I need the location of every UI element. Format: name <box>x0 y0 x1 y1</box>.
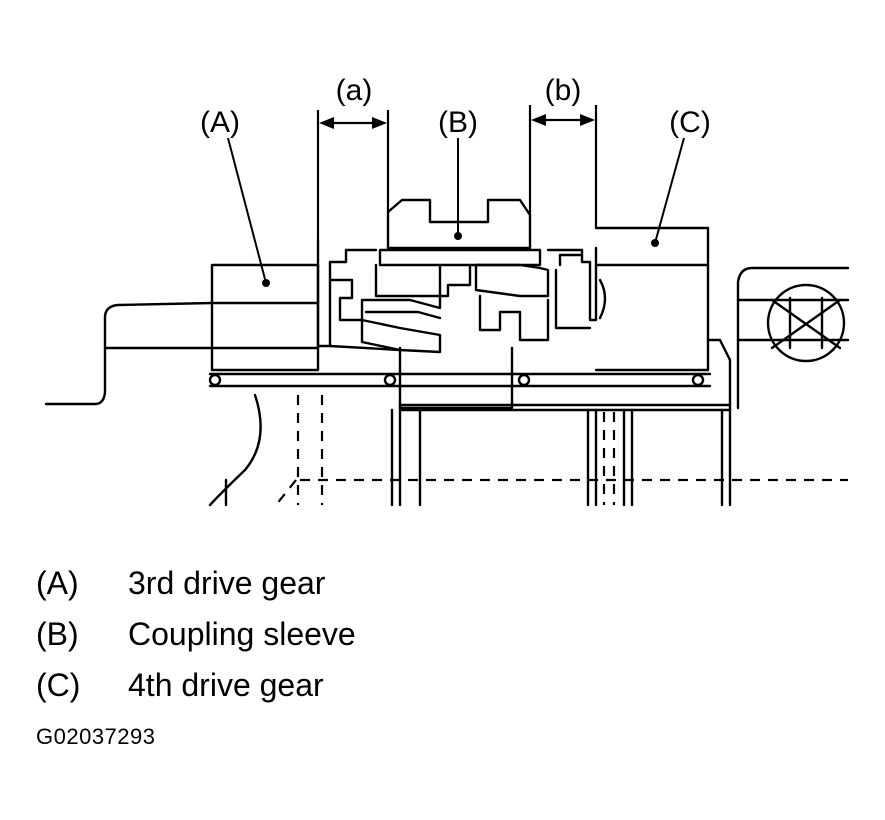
leader-dot-a <box>262 279 270 287</box>
legend-key: (C) <box>36 667 81 703</box>
legend-item-a: (A) 3rd drive gear <box>36 558 356 609</box>
callout-C: (C) <box>669 106 711 139</box>
callout-a: (a) <box>336 74 373 107</box>
legend-key: (A) <box>36 565 79 601</box>
legend-item-c: (C) 4th drive gear <box>36 660 356 711</box>
hub <box>398 346 514 410</box>
leader-a <box>227 137 267 284</box>
coupling-sleeve <box>386 198 532 250</box>
right-housing <box>736 266 850 410</box>
gear-c-body <box>594 226 710 372</box>
leader-c <box>654 137 685 244</box>
callout-B: (B) <box>438 106 478 139</box>
arrow-b-right <box>580 114 595 126</box>
legend-label: 4th drive gear <box>128 667 324 703</box>
callout-b: (b) <box>545 74 582 107</box>
leader-dot-c <box>651 239 659 247</box>
baulk-ring-right <box>546 246 598 322</box>
baulk-ring-left <box>316 238 378 348</box>
figure-id: G02037293 <box>36 724 156 749</box>
legend-item-b: (B) Coupling sleeve <box>36 609 356 660</box>
callout-A: (A) <box>200 106 240 139</box>
legend-key: (B) <box>36 616 79 652</box>
legend-label: Coupling sleeve <box>128 616 356 652</box>
left-housing <box>44 301 214 406</box>
gear-a-body <box>210 263 320 372</box>
gear-diagram: (a) (b) (A) (B) (C) <box>44 74 850 507</box>
arrow-b-left <box>531 114 546 126</box>
bolt-head <box>766 283 846 363</box>
arrow-a-left <box>319 117 334 129</box>
left-housing-lower <box>208 393 262 507</box>
leader-dot-b <box>454 232 462 240</box>
legend: (A) 3rd drive gear (B) Coupling sleeve (… <box>36 558 356 711</box>
legend-label: 3rd drive gear <box>128 565 326 601</box>
arrow-a-right <box>372 117 387 129</box>
